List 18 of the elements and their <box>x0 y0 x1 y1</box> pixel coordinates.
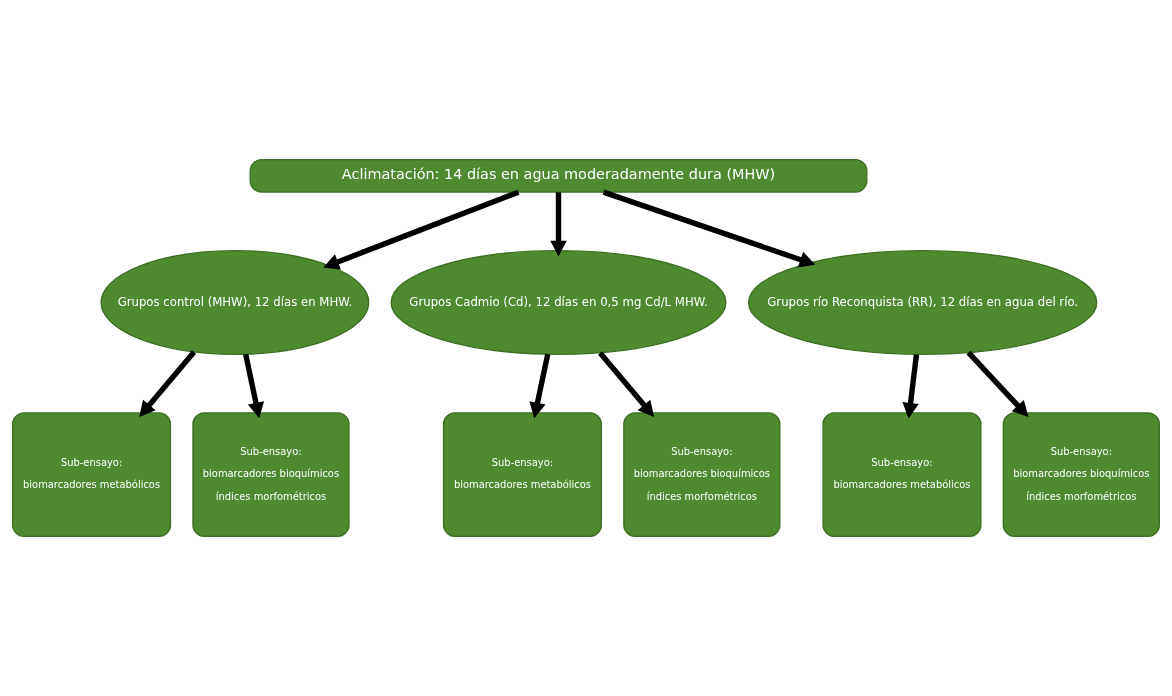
arrow <box>243 353 265 419</box>
arrow <box>966 350 1029 418</box>
arrow <box>529 353 551 419</box>
arrow <box>323 189 520 270</box>
node-box: Sub-ensayo: biomarcadores bioquímicos índices morfométricos <box>1002 412 1160 538</box>
node-box: Aclimatación: 14 días en agua moderadamente dura (MHW) <box>249 158 868 193</box>
node-box: Sub-ensayo: biomarcadores bioquímicos índices morfométricos <box>192 412 350 538</box>
node-ellipse: Grupos Cadmio (Cd), 12 días en 0,5 mg Cd/L MHW. <box>390 249 727 355</box>
node-box: Sub-ensayo: biomarcadores metabólicos <box>822 412 982 538</box>
arrow <box>139 350 197 418</box>
node-box: Sub-ensayo: biomarcadores metabólicos <box>12 412 172 538</box>
arrow <box>550 192 567 257</box>
arrow <box>602 189 816 268</box>
node-box: Sub-ensayo: biomarcadores metabólicos <box>442 412 602 538</box>
arrow <box>902 354 920 419</box>
node-box: Sub-ensayo: biomarcadores bioquímicos índices morfométricos <box>623 412 781 538</box>
arrow <box>598 351 655 418</box>
node-ellipse: Grupos control (MHW), 12 días en MHW. <box>100 249 370 355</box>
